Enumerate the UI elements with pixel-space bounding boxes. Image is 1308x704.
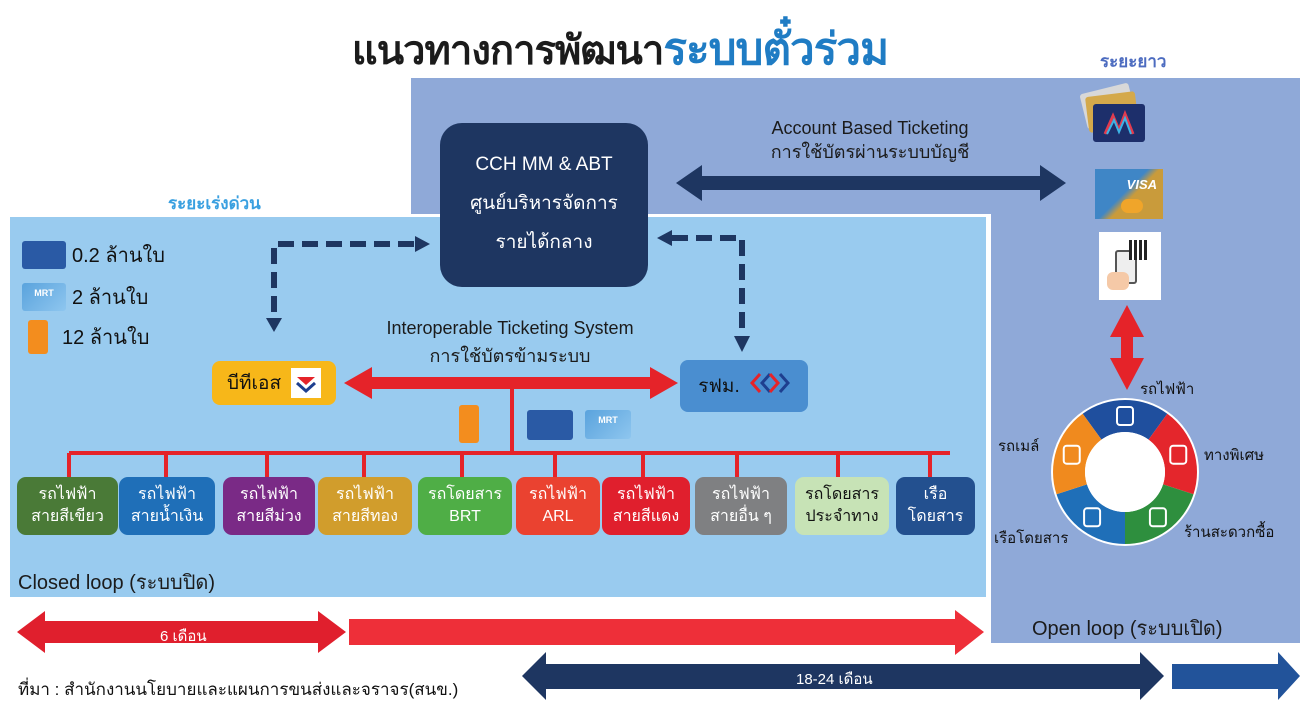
its-label: Interoperable Ticketing System การใช้บัต… [340, 314, 680, 370]
transit-line-name: สายสีทอง [332, 508, 398, 525]
train-icon [1116, 406, 1134, 426]
page-title: แนวทางการพัฒนาระบบตั๋วร่วม [0, 14, 1240, 84]
ring-segment-train [1082, 400, 1168, 440]
transit-line-type: รถโดยสาร [805, 486, 879, 503]
its-title: Interoperable Ticketing System [386, 318, 634, 338]
title-prefix: แนวทางการพัฒนา [351, 29, 664, 73]
open-loop-label: Open loop (ระบบเปิด) [1032, 618, 1223, 640]
closed-loop-label: Closed loop (ระบบปิด) [18, 572, 216, 594]
card-counts: 0.2 ล้านใบ MRT 2 ล้านใบ 12 ล้านใบ [22, 240, 165, 354]
source-note: ที่มา : สำนักงานนโยบายและแผนการขนส่งและจ… [18, 680, 459, 699]
transit-line-name: สายอื่น ๆ [710, 508, 772, 525]
transit-line-box: รถไฟฟ้าสายอื่น ๆ [695, 477, 787, 535]
ring-label-bus: รถเมล์ [998, 438, 1040, 455]
hub-line1: CCH MM & ABT [475, 154, 613, 175]
transit-line-box: รถโดยสาร BRT [418, 477, 512, 535]
abt-double-arrow [676, 165, 1066, 201]
dashed-arrow-bts-to-hub [271, 241, 415, 312]
transit-line-name: ARL [542, 508, 574, 525]
transit-line-name: โดยสาร [907, 508, 964, 525]
mrta-logo-icon [749, 372, 790, 400]
hub-line2: ศูนย์บริหารจัดการ [470, 193, 618, 214]
transit-line-type: รถไฟฟ้า [240, 486, 298, 503]
dashed-arrow-hub-to-mrta [672, 235, 745, 335]
transit-line-type: รถไฟฟ้า [617, 486, 675, 503]
timeline-6-months-arrow [17, 611, 346, 653]
card-count-label: 2 ล้านใบ [72, 287, 149, 309]
transit-line-name: ประจำทาง [805, 508, 879, 525]
timeline-long-label: 18-24 เดือน [796, 671, 873, 688]
mrta-operator-box: รฟม. [680, 360, 808, 412]
long-term-label: ระยะยาว [1100, 52, 1167, 71]
transit-line-type: รถไฟฟ้า [38, 486, 97, 503]
open-loop-double-arrow [1110, 305, 1144, 390]
open-loop-ring [1051, 398, 1199, 546]
transit-line-name: สายสีเขียว [31, 508, 104, 525]
expressway-icon [1169, 444, 1188, 465]
transit-line-type: รถโดยสาร [428, 486, 502, 503]
bts-label: บีทีเอส [226, 373, 282, 394]
transit-line-name: สายน้ำเงิน [130, 508, 204, 525]
line-tree [67, 389, 950, 477]
transit-line-name: สายสีแดง [612, 508, 680, 525]
card-count-label: 0.2 ล้านใบ [72, 245, 165, 267]
mrt-plus-card-icon: MRT [585, 410, 631, 439]
its-subtitle: การใช้บัตรข้ามระบบ [429, 346, 591, 366]
its-double-arrow [344, 367, 678, 399]
ring-label-boat: เรือโดยสาร [994, 530, 1069, 547]
hub-line3: รายได้กลาง [495, 232, 593, 253]
transit-line-box: รถไฟฟ้าสายน้ำเงิน [119, 477, 215, 535]
transit-line-box: เรือโดยสาร [896, 477, 975, 535]
card-count-label: 12 ล้านใบ [62, 327, 150, 349]
transit-line-box: รถโดยสารประจำทาง [795, 477, 889, 535]
card-count-row: 0.2 ล้านใบ [22, 240, 165, 270]
transit-line-name: สายสีม่วง [236, 508, 302, 525]
visa-mastercard-icon: VISA [1095, 169, 1163, 219]
ring-label-train: รถไฟฟ้า [1140, 381, 1195, 398]
bts-operator-box: บีทีเอส [212, 361, 336, 405]
timeline-future-arrow [1172, 652, 1300, 700]
transit-line-box: รถไฟฟ้าสายสีม่วง [223, 477, 315, 535]
title-highlight: ระบบตั๋วร่วม [663, 25, 889, 74]
shopping-cart-icon [1148, 507, 1167, 528]
ring-segment-bus [1053, 413, 1102, 495]
bus-icon [1062, 444, 1081, 465]
abt-subtitle: การใช้บัตรผ่านระบบบัญชี [770, 142, 970, 162]
ring-center [1085, 432, 1165, 512]
cch-hub: CCH MM & ABT ศูนย์บริหารจัดการ รายได้กลา… [440, 123, 648, 287]
abt-label: Account Based Ticketing การใช้บัตรผ่านระ… [700, 116, 1040, 164]
ring-segment-boat [1056, 484, 1125, 544]
ring-label-expressway: ทางพิเศษ [1204, 447, 1265, 464]
card-count-row: MRT 2 ล้านใบ [22, 282, 165, 312]
transit-line-box: รถไฟฟ้า ARL [516, 477, 600, 535]
transit-line-type: รถไฟฟ้า [138, 486, 196, 503]
transit-line-box: รถไฟฟ้าสายสีเขียว [17, 477, 118, 535]
transit-line-type: รถไฟฟ้า [712, 486, 770, 503]
ring-label-convenience-store: ร้านสะดวกซื้อ [1184, 524, 1275, 541]
bts-logo-icon [291, 368, 322, 398]
transit-line-type: รถไฟฟ้า [529, 486, 587, 503]
qr-phone-payment-icon [1099, 232, 1161, 300]
mangmoom-card-icon [527, 410, 573, 440]
mrt-plus-card-icon: MRT [22, 283, 66, 311]
timeline-18-24-months-arrow [522, 652, 1164, 700]
timeline-short-continue-arrow [349, 610, 984, 655]
transit-line-name: BRT [449, 508, 481, 525]
abt-title: Account Based Ticketing [771, 118, 969, 138]
timeline-short-label: 6 เดือน [160, 628, 207, 645]
mangmoom-card-icon [22, 241, 66, 269]
rabbit-card-icon [28, 320, 48, 354]
mangmoom-card-stack-icon [1079, 82, 1145, 144]
ring-segment-shopping-cart [1125, 484, 1194, 544]
short-term-label: ระยะเร่งด่วน [168, 194, 261, 213]
transit-line-type: เรือ [923, 486, 948, 503]
transit-line-box: รถไฟฟ้าสายสีทอง [318, 477, 412, 535]
rabbit-card-icon [459, 405, 479, 443]
card-count-row: 12 ล้านใบ [22, 320, 165, 354]
ring-segment-expressway [1148, 413, 1197, 495]
transit-line-type: รถไฟฟ้า [336, 486, 394, 503]
transit-line-box: รถไฟฟ้าสายสีแดง [602, 477, 690, 535]
mrta-label: รฟม. [698, 376, 740, 397]
boat-icon [1083, 507, 1102, 528]
